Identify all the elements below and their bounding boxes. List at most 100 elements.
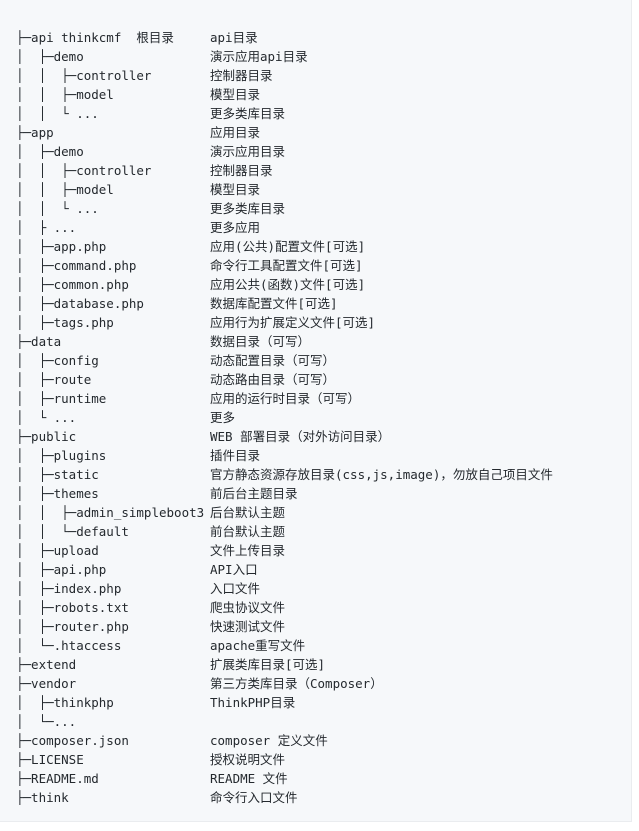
tree-row: │ ├─command.php 命令行工具配置文件[可选] <box>16 256 363 275</box>
tree-row: │ ├─robots.txt 爬虫协议文件 <box>16 598 285 617</box>
tree-path: │ │ ├─admin_simpleboot3 <box>16 505 205 520</box>
tree-description: 扩展类库目录[可选] <box>210 657 326 672</box>
tree-row: │ │ └ ...更多类库目录 <box>16 199 285 218</box>
tree-path: │ ├─api.php <box>16 562 107 577</box>
tree-path: │ ├─tags.php <box>16 315 114 330</box>
tree-path: ├─README.md <box>16 771 99 786</box>
tree-row: │ ├─tags.php 应用行为扩展定义文件[可选] <box>16 313 375 332</box>
tree-description: 文件上传目录 <box>210 543 286 558</box>
tree-description: 动态路由目录（可写） <box>210 372 336 387</box>
tree-description: README 文件 <box>210 771 288 786</box>
tree-row: │ ├─demo 演示应用api目录 <box>16 47 308 66</box>
tree-row: │ ├ ...更多应用 <box>16 218 260 237</box>
tree-path: │ ├─app.php <box>16 239 107 254</box>
tree-path: │ ├─upload <box>16 543 99 558</box>
tree-description: 命令行工具配置文件[可选] <box>210 258 363 273</box>
tree-description: composer 定义文件 <box>210 733 328 748</box>
tree-path: │ │ ├─controller <box>16 163 152 178</box>
tree-description: 演示应用api目录 <box>210 49 308 64</box>
tree-path: ├─composer.json <box>16 733 129 748</box>
tree-description: 更多类库目录 <box>210 201 286 216</box>
tree-description: 应用目录 <box>210 125 261 140</box>
tree-path: │ │ ├─controller <box>16 68 152 83</box>
tree-description: 应用公共(函数)文件[可选] <box>210 277 366 292</box>
tree-description: api目录 <box>210 30 258 45</box>
code-block: thinkcmf 根目录 ├─api api目录 │ ├─demo 演示应用api目录… <box>0 0 632 822</box>
tree-row: │ ├─plugins 插件目录 <box>16 446 260 465</box>
tree-row: │ │ ├─model 模型目录 <box>16 85 260 104</box>
tree-path: ├─api <box>16 30 54 45</box>
tree-path: │ ├─demo <box>16 49 84 64</box>
tree-description: 官方静态资源存放目录(css,js,image)，勿放自己项目文件 <box>210 467 553 482</box>
tree-description: 更多应用 <box>210 220 261 235</box>
tree-path: │ ├─plugins <box>16 448 107 463</box>
tree-row: │ │ ├─admin_simpleboot3 后台默认主题 <box>16 503 285 522</box>
tree-path: │ ├─static <box>16 467 99 482</box>
tree-description: 模型目录 <box>210 87 261 102</box>
tree-description: apache重写文件 <box>210 638 306 653</box>
tree-description: 后台默认主题 <box>210 505 286 520</box>
tree-path: ├─LICENSE <box>16 752 84 767</box>
tree-description: 模型目录 <box>210 182 261 197</box>
tree-row: │ ├─api.php API入口 <box>16 560 258 579</box>
tree-row: │ │ └ ... 更多类库目录 <box>16 104 285 123</box>
tree-path: │ ├─command.php <box>16 258 137 273</box>
tree-row: ├─extend 扩展类库目录[可选] <box>16 655 325 674</box>
tree-path: │ ├─themes <box>16 486 99 501</box>
tree-path: │ ├─robots.txt <box>16 600 129 615</box>
tree-description: 授权说明文件 <box>210 752 286 767</box>
tree-path: │ │ └ ... <box>16 106 99 121</box>
tree-row: ├─README.md README 文件 <box>16 769 288 788</box>
tree-row: ├─api api目录 <box>16 28 258 47</box>
tree-path: ├─vendor <box>16 676 77 691</box>
tree-description: 数据库配置文件[可选] <box>210 296 338 311</box>
tree-path: │ ├─common.php <box>16 277 129 292</box>
tree-row: ├─think 命令行入口文件 <box>16 788 298 807</box>
tree-description: 动态配置目录（可写） <box>210 353 336 368</box>
tree-description: WEB 部署目录（对外访问目录） <box>210 429 391 444</box>
tree-title: thinkcmf 根目录 <box>16 9 174 45</box>
tree-title-text: thinkcmf 根目录 <box>61 30 174 45</box>
tree-path: │ ├─demo <box>16 144 84 159</box>
tree-path: │ └─... <box>16 714 77 729</box>
tree-description: 应用的运行时目录（可写） <box>210 391 361 406</box>
tree-row: ├─LICENSE 授权说明文件 <box>16 750 285 769</box>
tree-path: ├─data <box>16 334 62 349</box>
tree-path: │ │ ├─model <box>16 182 114 197</box>
tree-description: 更多 <box>210 410 236 425</box>
tree-description: 演示应用目录 <box>210 144 286 159</box>
tree-description: 爬虫协议文件 <box>210 600 286 615</box>
tree-description: 插件目录 <box>210 448 261 463</box>
tree-row: │ └─... <box>16 712 174 731</box>
tree-path: │ └ ... <box>16 410 77 425</box>
tree-description: 快速测试文件 <box>210 619 286 634</box>
tree-path: ├─extend <box>16 657 77 672</box>
tree-description: 应用行为扩展定义文件[可选] <box>210 315 376 330</box>
tree-path: ├─think <box>16 790 69 805</box>
tree-description: ThinkPHP目录 <box>210 695 296 710</box>
tree-row: ├─vendor 第三方类库目录（Composer） <box>16 674 383 693</box>
tree-path: │ │ └─default <box>16 524 129 539</box>
tree-row: │ ├─demo 演示应用目录 <box>16 142 285 161</box>
tree-description: 命令行入口文件 <box>210 790 298 805</box>
tree-description: 更多类库目录 <box>210 106 286 121</box>
tree-rows: ├─api api目录 │ ├─demo 演示应用api目录 │ │ ├─control… <box>16 28 553 807</box>
tree-description: 第三方类库目录（Composer） <box>210 676 383 691</box>
tree-path: │ │ ├─model <box>16 87 114 102</box>
tree-path: │ ├─thinkphp <box>16 695 114 710</box>
tree-description: API入口 <box>210 562 258 577</box>
directory-tree: thinkcmf 根目录 ├─api api目录 │ ├─demo 演示应用api目录… <box>16 9 553 807</box>
tree-path: │ ├─config <box>16 353 99 368</box>
